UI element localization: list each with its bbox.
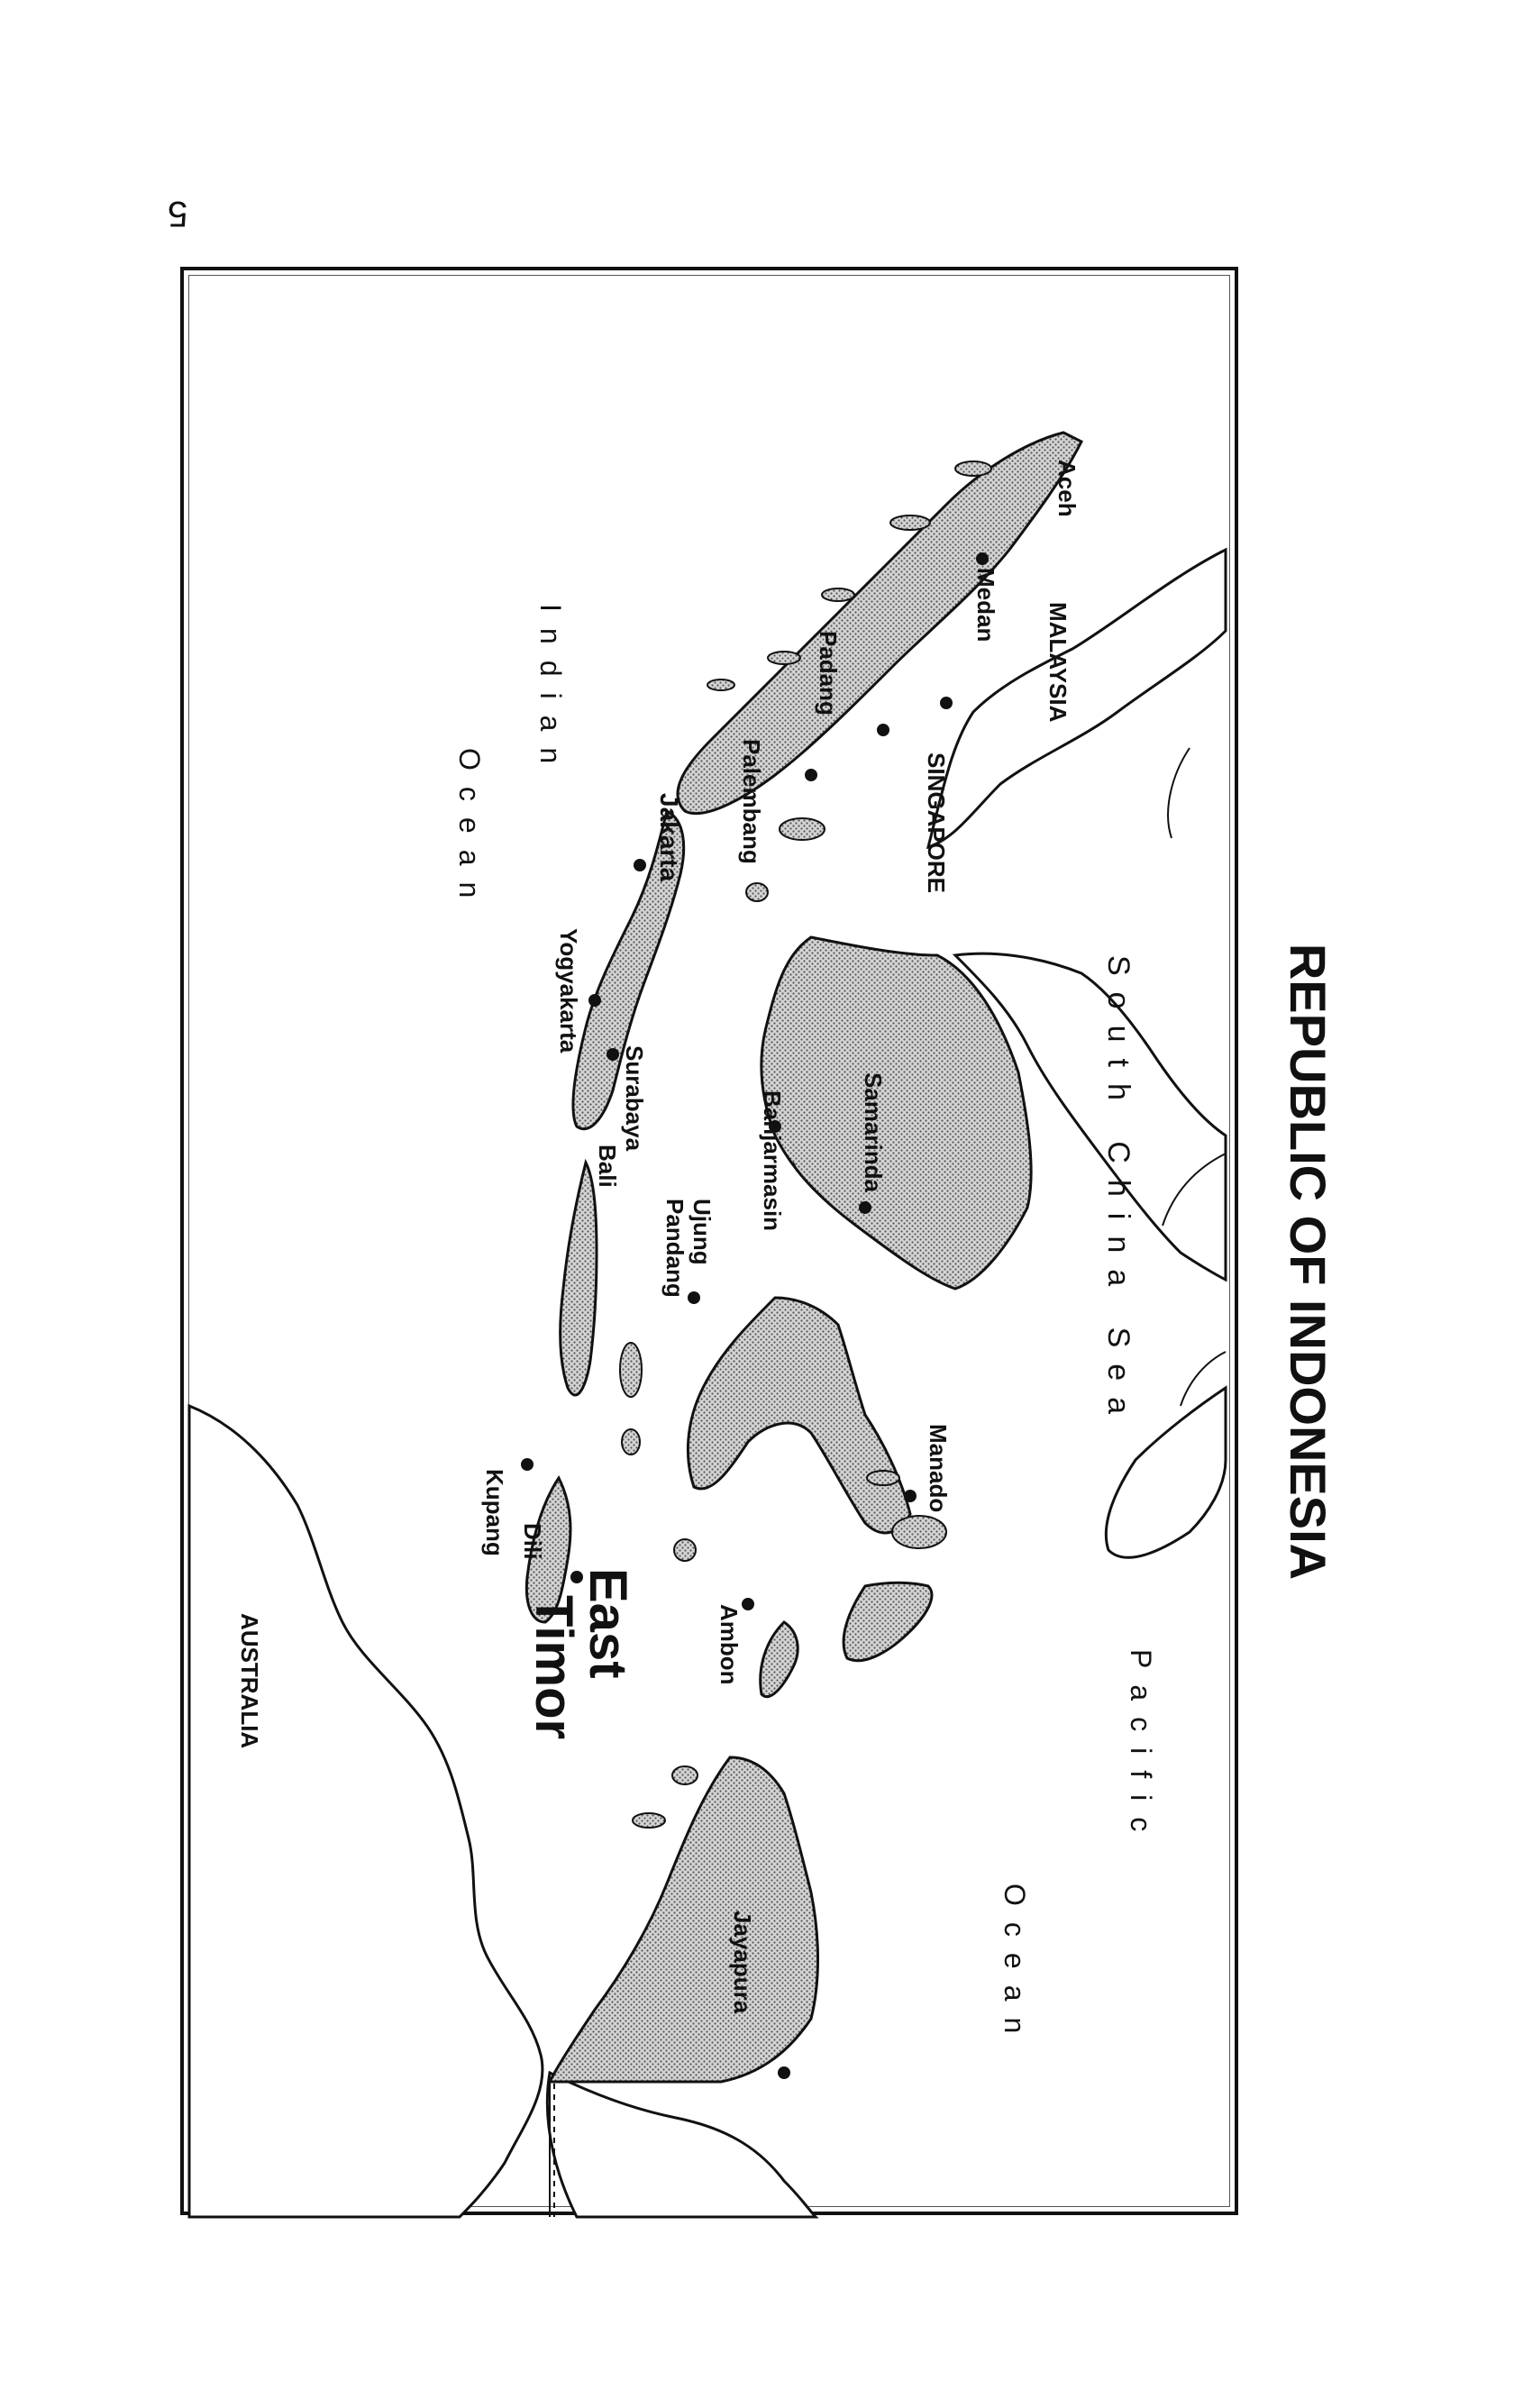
label-surabaya: Surabaya (621, 1045, 648, 1152)
label-samarinda: Samarinda (860, 1072, 887, 1192)
label-medan: Medan (972, 568, 999, 642)
label-jakarta: Jakarta (655, 793, 683, 882)
label-indian-ocean-2: Ocean (453, 748, 486, 914)
city-dots (521, 552, 989, 2079)
label-singapore: SINGAPORE (923, 752, 950, 893)
label-pacific-ocean-2: Ocean (999, 1884, 1031, 2049)
north-borneo (952, 952, 1227, 1282)
label-east: East (579, 1568, 637, 1679)
coast-lines (549, 747, 1227, 2217)
java (571, 808, 686, 1130)
label-pacific-ocean-1: Pacific (1125, 1649, 1157, 1847)
sumatra (676, 431, 1084, 816)
label-bali: Bali (594, 1145, 621, 1188)
indonesian-islands (524, 431, 1084, 2084)
label-ambon: Ambon (716, 1604, 743, 1685)
neighbor-landmasses (187, 547, 1227, 2219)
place-labels: Aceh Medan Padang Palembang MALAYSIA SIN… (236, 460, 1081, 2014)
borneo (760, 935, 1033, 1291)
label-indian-ocean-1: Indian (534, 604, 567, 780)
label-yogyakarta: Yogyakarta (555, 928, 582, 1054)
label-australia: AUSTRALIA (236, 1613, 263, 1748)
label-manado: Manado (925, 1424, 952, 1512)
label-pandang: Pandang (661, 1199, 689, 1298)
png-east (545, 2070, 819, 2219)
small-islands (619, 461, 992, 1829)
malay-peninsula (926, 547, 1227, 850)
sulawesi (687, 1296, 912, 1535)
label-dili: Dili (519, 1523, 546, 1559)
seram (759, 1620, 799, 1698)
label-south-china-sea: South China Sea (1101, 955, 1136, 1430)
label-malaysia: MALAYSIA (1044, 602, 1072, 723)
label-aceh: Aceh (1053, 460, 1081, 517)
irian-jaya (547, 1756, 819, 2084)
label-ujung: Ujung (689, 1199, 716, 1265)
label-padang: Padang (815, 631, 842, 716)
label-jayapura: Jayapura (729, 1911, 756, 2014)
label-banjarmasin: Banjarmasin (759, 1090, 786, 1231)
bali-nusa (559, 1158, 598, 1397)
label-kupang: Kupang (481, 1469, 508, 1556)
halmahera-maluku (842, 1581, 934, 1663)
label-palembang: Palembang (738, 739, 765, 864)
australia-coast (187, 1403, 544, 2219)
timor (524, 1475, 572, 1624)
map-title: REPUBLIC OF INDONESIA (1280, 944, 1336, 1580)
label-timor: Timor (524, 1595, 583, 1739)
philippines (1104, 1385, 1227, 1559)
